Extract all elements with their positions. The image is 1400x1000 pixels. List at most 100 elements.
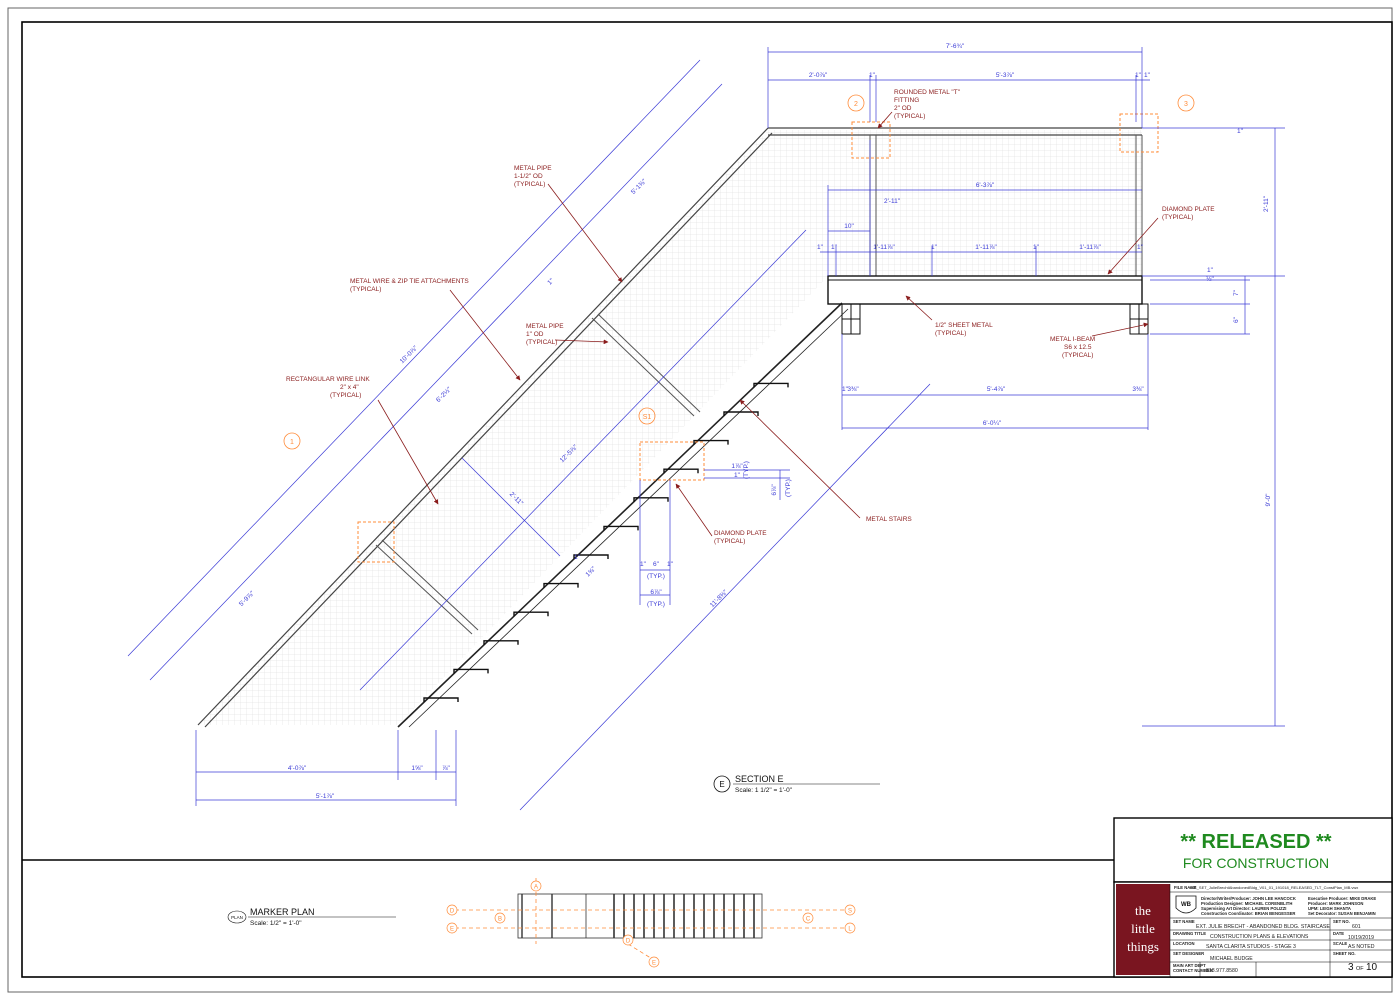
dim-tread-one: 1" bbox=[574, 554, 581, 561]
note-diamond-top-2: (TYPICAL) bbox=[1162, 214, 1193, 221]
location-label: LOCATION bbox=[1173, 941, 1195, 946]
set-no: 601 bbox=[1352, 924, 1361, 930]
scale-value: AS NOTED bbox=[1348, 944, 1375, 950]
dim-riser-b: 1" bbox=[734, 472, 741, 479]
note-metal-pipe-big-2: 1-1/2" OD bbox=[514, 173, 543, 180]
note-wire-zip-1: METAL WIRE & ZIP TIE ATTACHMENTS bbox=[350, 278, 469, 285]
credit-right-1: Executive Producer: MIKE DRAKE bbox=[1308, 896, 1376, 901]
dim-sp-f: 1" bbox=[1033, 244, 1040, 251]
callout-s1[interactable]: S1 bbox=[638, 407, 656, 425]
plan-tag-marker[interactable] bbox=[622, 934, 634, 946]
stair-tread bbox=[693, 439, 729, 445]
note-diamond-low-2: (TYPICAL) bbox=[714, 538, 745, 545]
dim-rail-top: 5'-1⅜" bbox=[630, 177, 648, 195]
dim-beam-mid: 5'-4⅞" bbox=[987, 386, 1006, 393]
dim-right-total: 2'-11" bbox=[1263, 195, 1270, 212]
dim-bot-b: 1⅝" bbox=[411, 765, 423, 772]
stair-tread bbox=[483, 640, 519, 645]
dim-top-left: 2'-0⅞" bbox=[809, 72, 828, 79]
note-wire-zip-2: (TYPICAL) bbox=[350, 286, 381, 293]
release-stamp: ** RELEASED ** FOR CONSTRUCTION bbox=[1113, 817, 1393, 883]
dim-right-seven: 7" bbox=[1233, 289, 1240, 296]
sheet-of: OF bbox=[1356, 966, 1364, 972]
drawing-title: CONSTRUCTION PLANS & ELEVATIONS bbox=[1210, 934, 1309, 940]
stair-treads bbox=[423, 382, 789, 702]
note-ibeam-3: (TYPICAL) bbox=[1062, 352, 1093, 359]
plan-tag-label: S bbox=[848, 909, 852, 915]
stair-tread bbox=[633, 497, 669, 502]
plan-section-lines bbox=[455, 878, 850, 961]
marker-plan-scale: Scale: 1/2" = 1'-0" bbox=[250, 920, 302, 927]
inner-border bbox=[21, 21, 1393, 978]
logo-panel bbox=[1116, 884, 1170, 975]
set-name-label: SET NAME bbox=[1173, 919, 1195, 924]
dim-d-six-b: 6⅞" bbox=[650, 589, 662, 596]
landing-platform bbox=[827, 275, 1143, 305]
note-wire-link-1: RECTANGULAR WIRE LINK bbox=[286, 376, 370, 383]
stair-rail-mesh bbox=[198, 130, 828, 725]
callout-2[interactable]: 2 bbox=[847, 94, 865, 112]
contact-label-2: CONTACT NUMBER bbox=[1173, 968, 1213, 973]
stamp-for-construction: FOR CONSTRUCTION bbox=[1183, 855, 1329, 871]
plan-tag-marker[interactable] bbox=[494, 912, 506, 924]
dim-riser-typ-b: (TYP.) bbox=[785, 479, 792, 497]
date: 10/19/2019 bbox=[1348, 935, 1374, 941]
plan-marker[interactable] bbox=[227, 910, 247, 924]
note-leaders bbox=[377, 111, 1159, 537]
dim-d-typ-b: (TYP.) bbox=[647, 601, 665, 608]
callout-3[interactable]: 3 bbox=[1177, 94, 1195, 112]
plan-tag-marker[interactable] bbox=[844, 904, 856, 916]
note-metal-pipe-big-3: (TYPICAL) bbox=[514, 181, 545, 188]
dim-rail-total: 10'-0⅞" bbox=[399, 344, 420, 365]
stair-tread bbox=[723, 411, 759, 416]
designer-label: SET DESIGNER bbox=[1173, 951, 1204, 956]
dim-sp-c: 1'-11⅞" bbox=[873, 244, 895, 251]
plan-tag-label: D bbox=[626, 939, 631, 945]
plan-tag-marker[interactable] bbox=[446, 904, 458, 916]
note-sheet-metal-1: 1/2" SHEET METAL bbox=[935, 322, 993, 329]
dim-bot-a: 4'-0⅞" bbox=[288, 765, 307, 772]
plan-tag-marker[interactable] bbox=[530, 880, 542, 892]
note-ibeam-1: METAL I-BEAM bbox=[1050, 336, 1095, 343]
plan-tag-marker[interactable] bbox=[648, 956, 660, 968]
dim-right-one-b: 1" bbox=[1207, 267, 1214, 274]
plan-tag-marker[interactable] bbox=[802, 912, 814, 924]
file-name: 601_SET_JulieBrechtAbandonedBldg_V01_01_… bbox=[1190, 885, 1358, 890]
dim-riser-a: 1⅞" bbox=[731, 463, 743, 470]
svg-text:S1: S1 bbox=[643, 414, 652, 421]
stair-tread bbox=[513, 611, 549, 617]
section-title: SECTION E bbox=[735, 774, 784, 784]
note-sheet-metal-2: (TYPICAL) bbox=[935, 330, 966, 337]
i-beam-right bbox=[1129, 303, 1149, 335]
note-metal-stairs: METAL STAIRS bbox=[866, 516, 912, 523]
plan-tag-label: D bbox=[450, 909, 455, 915]
svg-text:1: 1 bbox=[290, 439, 294, 446]
note-t-fitting-2: FITTING bbox=[894, 97, 919, 104]
note-t-fitting-4: (TYPICAL) bbox=[894, 113, 925, 120]
dim-top-mid: 5'-3⅞" bbox=[996, 72, 1015, 79]
stair-tread bbox=[453, 668, 489, 674]
dim-ten-in: 10" bbox=[844, 223, 854, 230]
sheet-total: 10 bbox=[1366, 962, 1378, 973]
dim-rail-one: 1" bbox=[546, 277, 556, 287]
title-block: the little things FILE NAME 601_SET_Juli… bbox=[1113, 881, 1393, 978]
plan-tag-marker[interactable] bbox=[446, 922, 458, 934]
dim-beam-c: 3⅜" bbox=[1132, 386, 1144, 393]
dim-right-six: 6" bbox=[1233, 316, 1240, 323]
upper-landing-mesh bbox=[768, 130, 1142, 276]
plan-treads bbox=[613, 894, 755, 938]
section-scale: Scale: 1 1/2" = 1'-0" bbox=[735, 787, 793, 794]
section-marker[interactable] bbox=[713, 775, 731, 793]
dim-top-one-c: 1" bbox=[1144, 72, 1151, 79]
detail-callout-boxes bbox=[357, 113, 1159, 563]
dim-total-height: 9'-0" bbox=[1265, 493, 1272, 507]
callout-1[interactable]: 1 bbox=[283, 432, 301, 450]
plan-tag-marker[interactable] bbox=[844, 922, 856, 934]
svg-text:WB: WB bbox=[1181, 902, 1192, 908]
credit-left-2: Production Designer: MICHAEL CORENBLITH bbox=[1201, 901, 1292, 906]
logo-line-2: little bbox=[1131, 921, 1155, 936]
date-label: DATE bbox=[1333, 931, 1344, 936]
note-metal-pipe-small-1: METAL PIPE bbox=[526, 323, 564, 330]
note-diamond-low-1: DIAMOND PLATE bbox=[714, 530, 767, 537]
